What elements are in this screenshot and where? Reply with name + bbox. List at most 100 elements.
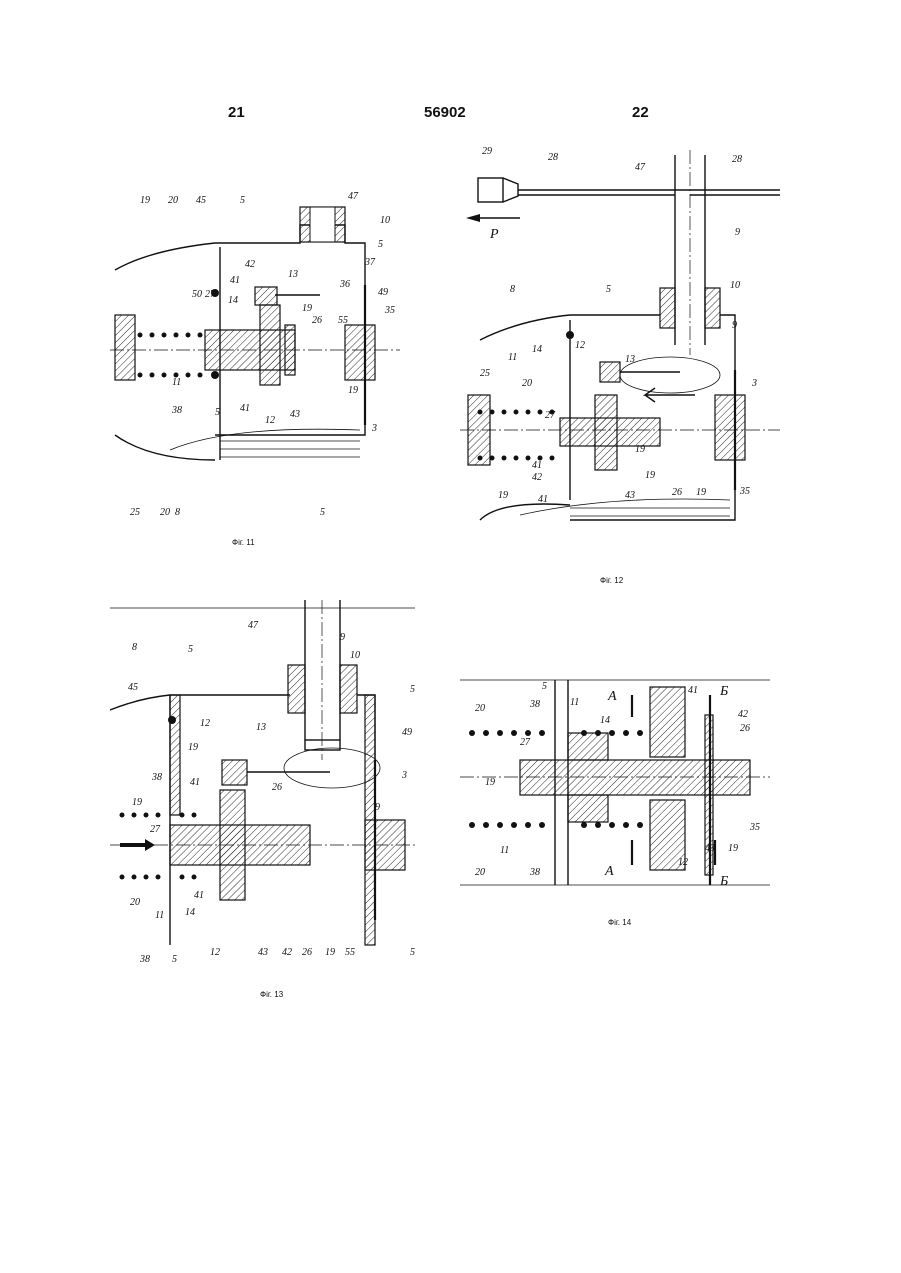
svg-text:47: 47 (635, 162, 646, 173)
svg-text:8: 8 (175, 507, 180, 518)
svg-text:10: 10 (380, 215, 390, 226)
svg-text:10: 10 (350, 650, 360, 661)
svg-text:10: 10 (730, 280, 740, 291)
svg-text:A: A (604, 864, 614, 879)
svg-text:19: 19 (728, 843, 738, 854)
svg-text:3: 3 (751, 378, 757, 389)
svg-text:35: 35 (384, 305, 395, 316)
svg-text:26: 26 (740, 723, 750, 734)
svg-text:11: 11 (508, 352, 517, 363)
svg-text:3: 3 (401, 770, 407, 781)
svg-text:28: 28 (548, 152, 558, 163)
svg-text:20: 20 (475, 867, 485, 878)
svg-text:20: 20 (130, 897, 140, 908)
svg-text:5: 5 (606, 284, 611, 295)
svg-text:19: 19 (140, 195, 150, 206)
svg-text:49: 49 (378, 287, 388, 298)
svg-text:38: 38 (171, 405, 182, 416)
svg-text:12: 12 (265, 415, 275, 426)
svg-text:50: 50 (192, 289, 202, 300)
svg-text:20: 20 (475, 703, 485, 714)
svg-text:25: 25 (130, 507, 140, 518)
svg-text:42: 42 (245, 259, 255, 270)
svg-text:9: 9 (732, 320, 737, 331)
svg-text:47: 47 (248, 620, 259, 631)
svg-text:14: 14 (185, 907, 195, 918)
svg-text:13: 13 (625, 354, 635, 365)
svg-text:11: 11 (500, 845, 509, 856)
svg-text:45: 45 (128, 682, 138, 693)
svg-text:42: 42 (282, 947, 292, 958)
svg-text:26: 26 (302, 947, 312, 958)
svg-text:19: 19 (498, 490, 508, 501)
svg-text:9: 9 (735, 227, 740, 238)
svg-text:9: 9 (340, 632, 345, 643)
svg-text:35: 35 (739, 486, 750, 497)
svg-text:41: 41 (190, 777, 200, 788)
svg-text:25: 25 (480, 368, 490, 379)
figure-14-drawing: 53811 A41 Б20 144226 271935 431911 A12 Б… (460, 675, 770, 890)
left-page-number: 21 (228, 104, 245, 121)
svg-text:14: 14 (532, 344, 542, 355)
svg-text:19: 19 (485, 777, 495, 788)
svg-text:12: 12 (575, 340, 585, 351)
svg-text:12: 12 (210, 947, 220, 958)
svg-text:38: 38 (529, 699, 540, 710)
svg-text:41: 41 (240, 403, 250, 414)
svg-text:45: 45 (196, 195, 206, 206)
svg-text:5: 5 (542, 681, 547, 692)
svg-text:19: 19 (188, 742, 198, 753)
svg-text:27: 27 (545, 410, 556, 421)
svg-text:8: 8 (510, 284, 515, 295)
svg-text:19: 19 (132, 797, 142, 808)
svg-text:14: 14 (600, 715, 610, 726)
svg-text:8: 8 (132, 642, 137, 653)
svg-text:13: 13 (288, 269, 298, 280)
figure-14-caption: Фіг. 14 (608, 918, 631, 927)
svg-text:20: 20 (160, 507, 170, 518)
figure-12-caption: Фіг. 12 (600, 576, 623, 585)
svg-text:11: 11 (155, 910, 164, 921)
svg-text:41: 41 (230, 275, 240, 286)
svg-text:55: 55 (338, 315, 348, 326)
svg-text:47: 47 (348, 191, 359, 202)
svg-text:13: 13 (256, 722, 266, 733)
svg-text:27: 27 (150, 824, 161, 835)
svg-text:41: 41 (194, 890, 204, 901)
svg-text:27: 27 (205, 289, 216, 300)
svg-text:19: 19 (635, 444, 645, 455)
svg-text:26: 26 (672, 487, 682, 498)
svg-text:38: 38 (529, 867, 540, 878)
svg-text:28: 28 (732, 154, 742, 165)
svg-text:Б: Б (719, 684, 728, 699)
svg-text:42: 42 (532, 472, 542, 483)
svg-text:49: 49 (402, 727, 412, 738)
figure-12-drawing: 292847 28P 985 10912 13311 142520 271941… (460, 140, 780, 560)
svg-text:5: 5 (410, 947, 415, 958)
svg-text:35: 35 (749, 822, 760, 833)
svg-text:19: 19 (645, 470, 655, 481)
svg-text:27: 27 (520, 737, 531, 748)
svg-text:5: 5 (240, 195, 245, 206)
svg-text:41: 41 (532, 460, 542, 471)
figure-13-caption: Фіг. 13 (260, 990, 283, 999)
svg-text:12: 12 (200, 718, 210, 729)
svg-text:26: 26 (312, 315, 322, 326)
svg-text:55: 55 (345, 947, 355, 958)
svg-text:20: 20 (522, 378, 532, 389)
svg-text:41: 41 (688, 685, 698, 696)
svg-text:19: 19 (302, 303, 312, 314)
right-page-number: 22 (632, 104, 649, 121)
svg-text:43: 43 (625, 490, 635, 501)
svg-text:42: 42 (738, 709, 748, 720)
figure-11-caption: Фіг. 11 (232, 538, 255, 547)
svg-text:19: 19 (696, 487, 706, 498)
svg-text:5: 5 (188, 644, 193, 655)
svg-text:38: 38 (151, 772, 162, 783)
svg-text:29: 29 (482, 146, 492, 157)
svg-text:3: 3 (371, 423, 377, 434)
svg-text:12: 12 (678, 857, 688, 868)
svg-text:43: 43 (705, 843, 715, 854)
svg-text:43: 43 (290, 409, 300, 420)
figure-13-drawing: 47 9 8 5 10 5 45 12 13 49 3 38 19 41 19 26 27 20 11 1… (110, 600, 430, 975)
